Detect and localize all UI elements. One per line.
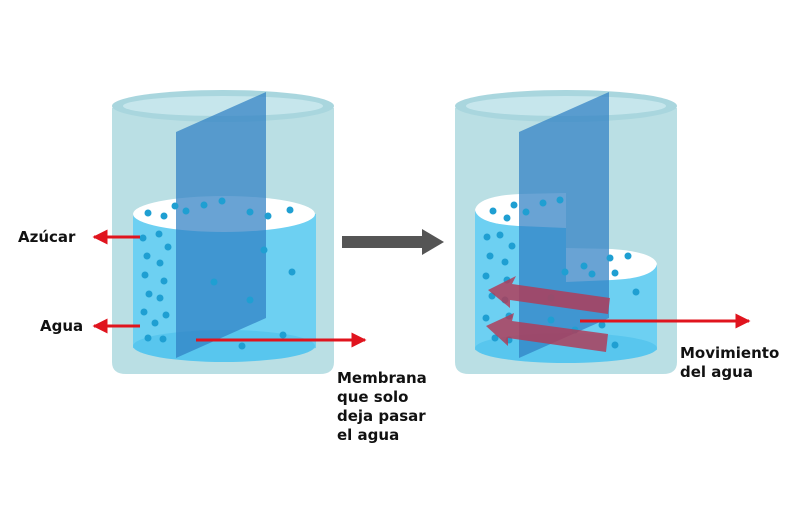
sugar-dots-before <box>139 197 296 350</box>
water-label: Agua <box>40 317 83 335</box>
beaker-before <box>112 90 334 374</box>
membrane-before <box>176 92 266 358</box>
water-flow-arrows-icon <box>486 276 610 352</box>
membrane-label-line-1: Membrana <box>337 369 427 387</box>
movement-label-line-1: Movimiento <box>680 344 779 362</box>
beaker-before-rim-inner <box>123 96 323 116</box>
arrow-right-icon <box>342 229 444 255</box>
membrane-label-line-2: que solo <box>337 388 409 406</box>
beaker-after <box>455 90 677 374</box>
sugar-label: Azúcar <box>18 228 76 246</box>
membrane-label-line-4: el agua <box>337 426 399 444</box>
membrane-label-line-3: deja pasar <box>337 407 426 425</box>
movement-label-line-2: del agua <box>680 363 753 381</box>
beaker-after-rim-inner <box>466 96 666 116</box>
membrane-after <box>519 92 609 358</box>
